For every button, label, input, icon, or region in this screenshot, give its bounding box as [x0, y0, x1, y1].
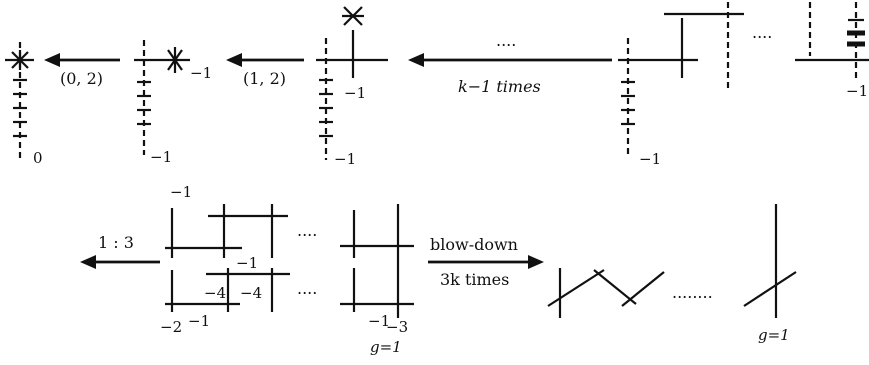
- arrow5-bottom-label: 3k times: [440, 270, 509, 289]
- zigzag-dots: ........: [672, 283, 713, 302]
- stage-1-configuration: 0: [5, 42, 43, 167]
- stage2-bottom-label: −1: [150, 148, 172, 166]
- stage-2-configuration: −1 −1: [134, 40, 212, 166]
- stage1-ticks: [13, 78, 27, 138]
- grid-m1-label-bl: −1: [188, 312, 210, 330]
- stage4-thick-ticks: [847, 18, 865, 47]
- stage4-right-label: −1: [846, 82, 868, 100]
- arrow2-label: (1, 2): [243, 69, 286, 88]
- grid-m3-label: −3: [386, 318, 408, 336]
- grid-m4-label-a: −4: [204, 284, 226, 302]
- arrow5-top-label: blow-down: [430, 235, 518, 254]
- stage4-ticks: [621, 80, 635, 126]
- arrow-2: (1, 2): [226, 53, 304, 88]
- grid-dots-bottom: ....: [297, 279, 317, 298]
- arrow3-label: k−1 times: [458, 77, 541, 96]
- zigzag-g-label: g=1: [758, 326, 790, 344]
- stage-3-configuration: −1 −1: [316, 6, 388, 168]
- stage3-ticks: [319, 78, 333, 138]
- zigzag-segment-1: [547, 269, 605, 307]
- stage2-ticks: [137, 80, 151, 126]
- stage3-right-label: −1: [344, 84, 366, 102]
- arrow-5: blow-down 3k times: [428, 235, 544, 289]
- grid-mid-label: −1: [236, 254, 258, 272]
- zigzag-segment-4: [743, 271, 797, 307]
- stage3-bottom-label: −1: [334, 150, 356, 168]
- grid-g-label: g=1: [370, 338, 402, 356]
- zigzag-segment-2: [593, 269, 637, 305]
- zigzag-configuration: ........ g=1: [547, 204, 797, 344]
- stage1-bottom-label: 0: [33, 149, 43, 167]
- arrow4-label: 1 : 3: [98, 233, 134, 252]
- stage4-bottom-label: −1: [639, 150, 661, 168]
- stage2-star: [167, 47, 183, 73]
- grid-dots-top: ....: [297, 221, 317, 240]
- stage1-cusp-star: [11, 50, 29, 70]
- grid-configuration: −1 .... −1 −4 −4 .... −2 −1 −1 −3 g=1: [160, 183, 414, 356]
- grid-m1-label-br: −1: [368, 312, 390, 330]
- stage2-right-label: −1: [190, 64, 212, 82]
- arrow-3: .... k−1 times: [408, 31, 612, 96]
- arrow-4: 1 : 3: [80, 233, 160, 269]
- grid-m2-label: −2: [160, 318, 182, 336]
- arrow1-label: (0, 2): [60, 69, 103, 88]
- stage4-dots: ....: [752, 23, 772, 42]
- zigzag-segment-3: [621, 271, 665, 307]
- stage-4-configuration: −1 .... −1: [618, 2, 869, 168]
- grid-m4-label-b: −4: [240, 284, 262, 302]
- stage3-star: [342, 6, 364, 26]
- grid-top-label: −1: [170, 183, 192, 201]
- arrow3-dots: ....: [496, 31, 516, 50]
- arrow-1: (0, 2): [44, 53, 120, 88]
